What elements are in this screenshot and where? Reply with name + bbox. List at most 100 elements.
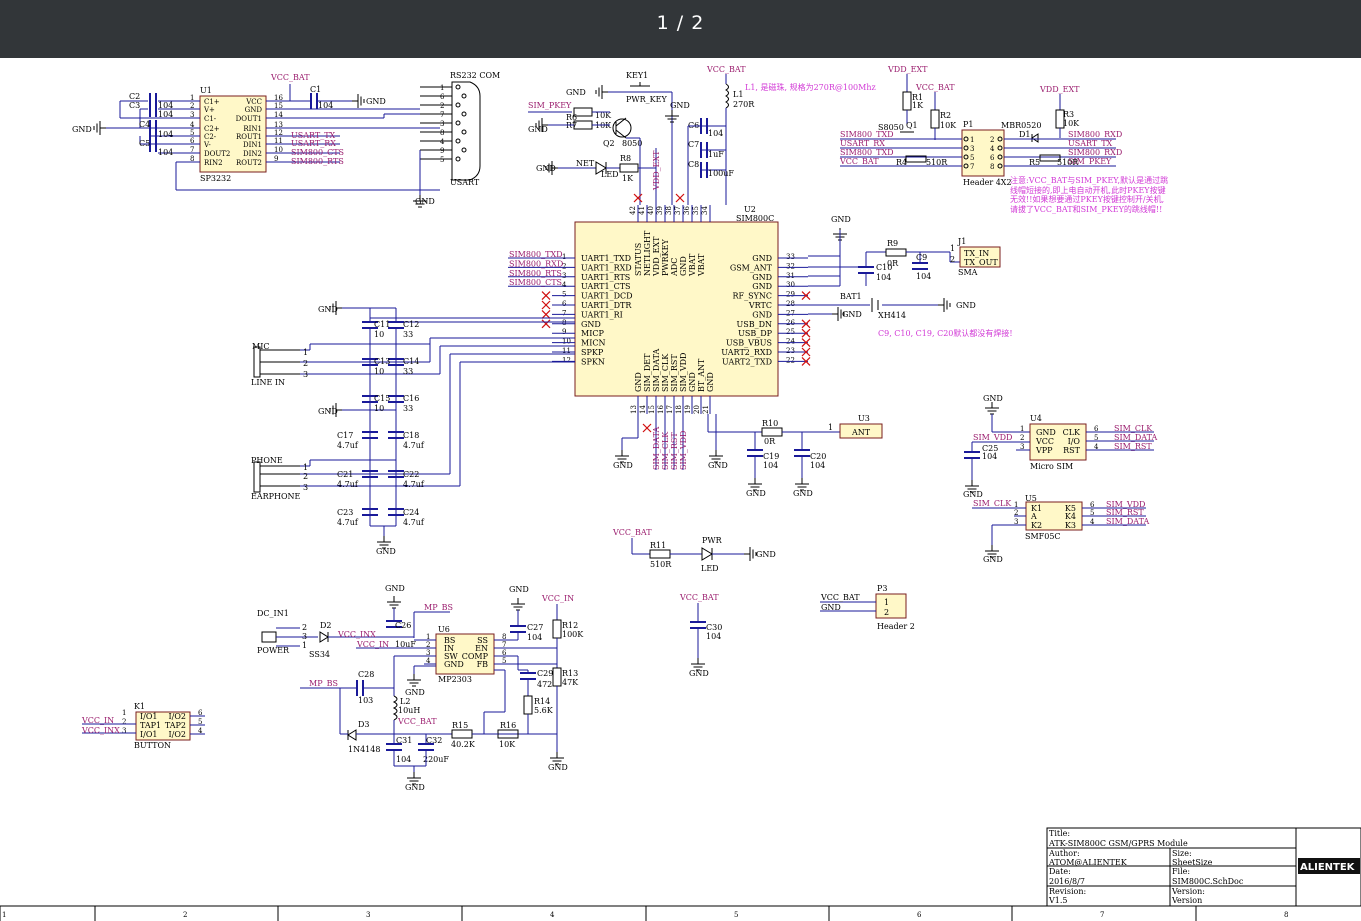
u2-left-pin-label: UART1_RI [581,310,623,319]
u6-pin-number: 8 [502,633,506,641]
u1-vcc-bat: VCC_BAT [270,73,310,82]
p1-pin-contact [997,163,1003,169]
rf-antenna-circuit[interactable]: GND R9 0R C10 104 C9 104 J1 SMA 1 2 TX_I… [808,215,1013,338]
mic-pin3: 3 [303,370,308,379]
audio-capacitors: C1110C1233C1310C1433C1510C1633C174.7ufC1… [337,320,425,527]
key1-ref: KEY1 [626,71,648,80]
q1-ref: Q1 [906,121,918,130]
c27-gnd: GND [509,585,529,594]
vbat-filter[interactable]: VCC_BAT L1 270R L1, 是磁珠, 规格为270R@100Mhz … [687,65,876,205]
r13-value: 47K [562,678,579,687]
k1-pin-number: 1 [122,709,126,717]
u2-pin-number: 34 [701,206,709,215]
mp2303-power-supply[interactable]: DC_IN1 POWER 2 3 1 D2 SS34 VCC_INX VCC_I… [257,584,584,792]
u1-pin-label: DOUT2 [204,150,230,158]
u2-pin-number: 37 [674,206,682,215]
u2-bottom-pin-label: GND [634,372,643,392]
u2-right-pin-label: GND [752,273,772,282]
u2-left-pin-label: UART1_DTR [581,301,632,310]
rs232-ref: USART [450,178,480,187]
u1-pin-label: C1+ [204,98,220,106]
u4-pin-number: 4 [1094,443,1099,451]
net-led-circuit[interactable]: GND NET LED R8 1K VDD_EXT [536,148,661,205]
u2-bottom-pin-label: BT_ANT [697,358,706,392]
u6-pin-label: SS [477,636,488,645]
pwr-vcc-bat: VCC_BAT [612,528,652,537]
u2-bottom-pin-label: SIM_DET [643,353,652,392]
p3-net1: VCC_BAT [820,593,860,602]
u1-sp3232[interactable]: U1 SP3232 C1+1V+2C1-3C2+4C2-5V-6DOUT27RI… [72,73,440,191]
u4-net: SIM_RST [1114,442,1152,451]
p1-pin-contact [963,145,969,151]
ant-circuit[interactable]: R10 0R U3 ANT 1 C19 104 C20 104 GND GND … [613,414,883,498]
u2-top-pin-label: NETLIGHT [643,230,652,276]
rs232-pin-number: 4 [440,138,445,146]
r10-ref: R10 [762,419,778,428]
u2-bottom-pin-label: SIM_VDD [679,353,688,392]
k1-pin-label: I/O2 [168,730,186,739]
power-key-circuit[interactable]: KEY1 PWR_KEY GND SIM_PKEY R6 R7 10K 10K … [528,71,690,205]
k1-pin-label: I/O2 [168,712,186,721]
r5-value: 510R [1057,158,1079,167]
rs232-pin-number: 3 [440,120,444,128]
u2-pin-number: 36 [683,206,691,215]
u2-pin-number: 28 [786,300,795,308]
q2-part: 8050 [622,139,642,148]
u5-ref: U5 [1025,494,1037,503]
u2-sim800c[interactable]: U2 SIM800C UART1_TXD1SIM800_TXDUART1_RXD… [508,193,811,470]
u2-pin-number: 25 [786,328,795,336]
u1-pin-label: V- [203,141,211,149]
p3-header[interactable]: P3 Header 2 1 2 VCC_BAT GND [820,584,915,631]
u4-pin-number: 2 [1020,434,1024,442]
audio-gnd-bottom: GND [376,547,396,556]
u2-right-pin-label: UART2_RXD [721,348,772,357]
power-led-circuit[interactable]: VCC_BAT R11 510R PWR LED GND [612,528,776,573]
u6-pin-number: 4 [426,657,431,665]
dc-pin1: 1 [302,641,307,650]
u4-pin-label: CLK [1063,428,1081,437]
u2-pin-number: 1 [562,253,566,261]
audio-cap-ref: C14 [403,357,419,366]
k1-pin-label: I/O1 [140,712,158,721]
u2-top-pin-label: STATUS [634,243,643,276]
u1-pin-label: C2+ [204,125,220,133]
d2-part: SS34 [309,650,330,659]
u2-pin-number: 33 [786,253,795,261]
u2-pin-number: 24 [786,338,795,346]
u2-pin-number: 29 [786,291,795,299]
mic-pin2: 2 [303,359,308,368]
c27-ref: C27 [527,623,543,632]
p1-pin-number: 3 [970,145,974,153]
k1-vcc-inx: VCC_INX [81,726,120,735]
u6-pin-label: GND [444,660,464,669]
c30-circuit[interactable]: VCC_BAT C30 104 GND [679,593,722,678]
dc-pin2: 2 [302,623,307,632]
c32-value: 220uF [423,755,449,764]
r3-value: 10K [1063,119,1080,128]
rs232-pin-contact [455,156,461,162]
u2-left-net: SIM800_RXD [509,259,563,268]
u5-net: SIM_VDD [1106,500,1145,509]
audio-circuit[interactable]: GND GND GND [251,300,575,556]
c32-vcc-bat: VCC_BAT [397,717,437,726]
p1-pin-contact [997,136,1003,142]
ls-right-net: SIM800_RXD [1068,130,1122,139]
audio-cap-value: 10 [374,404,384,413]
tb-author-label: Author: [1048,849,1080,858]
u2-pin-number: 35 [692,206,700,215]
j1-pin1: 1 [950,244,955,253]
u2-right-pin-label: GND [752,310,772,319]
u1-pin-label: RIN2 [204,159,223,167]
u2-pin-number: 27 [786,309,795,317]
level-shifter-p1[interactable]: VDD_EXT R1 1K S8050 Q1 VCC_BAT R2 10K P1… [839,65,1170,226]
c1-value: 104 [318,101,333,110]
